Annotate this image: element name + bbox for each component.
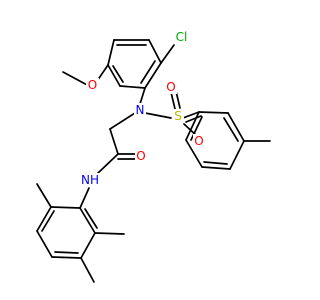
bonds [36, 39, 271, 283]
atom-label-n-sulfonamide: N [136, 103, 145, 117]
bond [144, 112, 172, 119]
bond [182, 111, 200, 119]
amide-nitrogen-label: NH [78, 173, 102, 187]
bond [185, 115, 202, 123]
atom-label-nh-amide: NH [81, 173, 99, 187]
atom-label-o-s-left: O [166, 80, 175, 94]
bond [36, 230, 53, 258]
bond [51, 256, 82, 259]
bond [50, 206, 81, 209]
bond [139, 87, 146, 105]
bond [185, 139, 203, 168]
bond [36, 183, 52, 208]
bond [109, 128, 119, 155]
bond [62, 71, 90, 87]
bond [79, 207, 96, 234]
bond [203, 161, 228, 165]
bond [198, 111, 229, 114]
bond [79, 187, 90, 209]
bond [84, 208, 98, 229]
sulfur-label: S [172, 109, 184, 123]
molecule-structure: Cl O N S O O O NH [36, 30, 271, 283]
bond [36, 206, 52, 232]
bond [94, 232, 125, 235]
bond [107, 64, 121, 87]
carbonyl-oxygen-label: O [135, 149, 147, 163]
sulfonyl-oxygen-right-label: O [193, 134, 205, 148]
atom-label-o-s-right: O [194, 134, 203, 148]
bond [54, 251, 79, 254]
bond [41, 210, 55, 232]
bond [109, 112, 136, 130]
sulfonyl-oxygen-left-label: O [165, 80, 177, 94]
bond [96, 153, 119, 175]
bond [80, 232, 96, 259]
bond [112, 65, 124, 83]
bond [190, 116, 203, 141]
bond [160, 44, 175, 64]
sulfonamide-nitrogen-label: N [134, 103, 146, 117]
bond [140, 60, 156, 84]
bond [229, 140, 245, 170]
bond [227, 112, 245, 142]
bond [119, 85, 146, 89]
bond [80, 257, 95, 283]
methoxy-oxygen-label: O [86, 78, 99, 92]
bond [185, 111, 200, 141]
bond [144, 62, 162, 89]
atom-label-cl: Cl [176, 30, 188, 44]
atom-labels: Cl O N S O O O NH [78, 30, 205, 187]
bond [201, 166, 231, 170]
chlorine-label: Cl [172, 30, 191, 44]
bond [148, 39, 162, 64]
atom-label-s: S [174, 109, 182, 123]
atom-label-o-carbonyl: O [136, 149, 145, 163]
atom-label-o-methoxy: O [88, 78, 97, 92]
bond [223, 117, 239, 142]
bond [107, 39, 115, 66]
